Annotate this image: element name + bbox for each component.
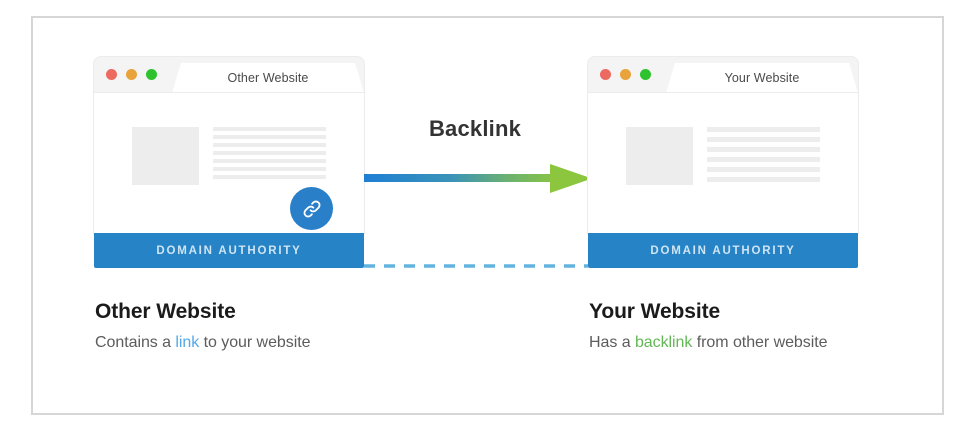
caption-title-left: Other Website — [95, 300, 236, 323]
browser-tab-left[interactable]: Other Website — [172, 63, 364, 93]
page-text-line — [213, 127, 326, 131]
caption-text-left-before: Contains a — [95, 334, 176, 351]
browser-window-your-website: Your Website DOMAIN AUTHORITY — [588, 57, 858, 268]
caption-text-right-before: Has a — [589, 334, 635, 351]
caption-other-website: Other Website Contains a link to your we… — [95, 300, 515, 352]
domain-authority-label-left: DOMAIN AUTHORITY — [156, 244, 302, 257]
page-text-lines-right — [707, 127, 820, 187]
page-text-line — [213, 167, 326, 171]
caption-title-right: Your Website — [589, 300, 721, 323]
caption-text-right-after: from other website — [692, 334, 828, 351]
green-dot[interactable] — [640, 69, 651, 80]
green-dot[interactable] — [146, 69, 157, 80]
page-text-line — [707, 167, 820, 172]
page-image-placeholder-right — [626, 127, 693, 185]
domain-authority-bar-right: DOMAIN AUTHORITY — [588, 233, 858, 268]
page-text-line — [707, 157, 820, 162]
page-text-line — [707, 147, 820, 152]
page-text-line — [213, 135, 326, 139]
caption-highlight-backlink: backlink — [634, 334, 693, 351]
browser-chrome-left: Other Website — [94, 57, 364, 93]
page-text-lines-left — [213, 127, 326, 183]
browser-tab-label-right: Your Website — [724, 70, 800, 85]
traffic-lights-right — [600, 69, 651, 80]
backlink-arrow — [364, 160, 592, 200]
caption-highlight-link: link — [175, 334, 200, 351]
browser-tab-label-left: Other Website — [227, 70, 309, 85]
traffic-lights-left — [106, 69, 157, 80]
browser-chrome-right: Your Website — [588, 57, 858, 93]
caption-text-left: Contains a link to your website — [95, 334, 515, 352]
domain-authority-label-right: DOMAIN AUTHORITY — [650, 244, 796, 257]
page-text-line — [213, 151, 326, 155]
yellow-dot[interactable] — [126, 69, 137, 80]
domain-authority-bar-left: DOMAIN AUTHORITY — [94, 233, 364, 268]
page-text-line — [213, 159, 326, 163]
caption-text-right: Has a backlink from other website — [589, 334, 975, 352]
page-image-placeholder-left — [132, 127, 199, 185]
yellow-dot[interactable] — [620, 69, 631, 80]
browser-window-other-website: Other Website DOMAIN AUTHO — [94, 57, 364, 268]
red-dot[interactable] — [600, 69, 611, 80]
page-text-line — [213, 143, 326, 147]
caption-text-left-after: to your website — [199, 334, 311, 351]
page-text-line — [707, 177, 820, 182]
page-text-line — [707, 137, 820, 142]
browser-body-right — [588, 93, 858, 233]
browser-body-left — [94, 93, 364, 233]
page-text-line — [213, 175, 326, 179]
link-icon[interactable] — [290, 187, 333, 230]
caption-your-website: Your Website Has a backlink from other w… — [589, 300, 975, 352]
browser-tab-right[interactable]: Your Website — [666, 63, 858, 93]
domain-authority-connector — [364, 255, 588, 268]
page-text-line — [707, 127, 820, 132]
backlink-label: Backlink — [428, 116, 522, 141]
red-dot[interactable] — [106, 69, 117, 80]
